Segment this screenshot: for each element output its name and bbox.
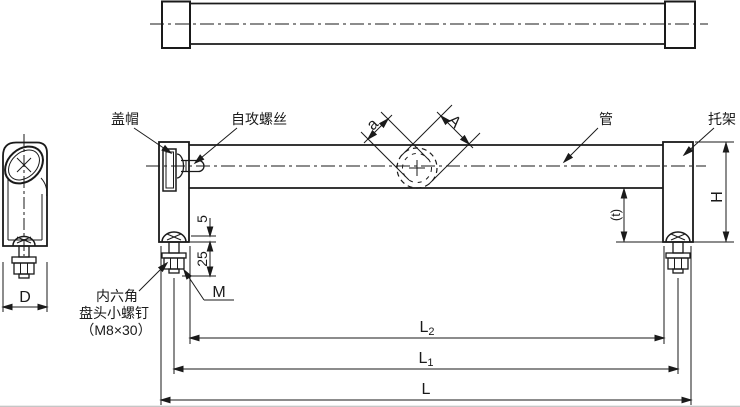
section-center-cross — [409, 160, 425, 176]
dim-L1: L1 — [418, 350, 433, 369]
dim-M: M — [212, 284, 225, 301]
leader-lines — [133, 127, 715, 301]
top-left-cap — [161, 0, 191, 49]
left-screw-dome — [161, 231, 187, 243]
dim-a-geometry — [360, 111, 430, 181]
dim-A-geometry — [400, 104, 481, 185]
side-screw-dome — [12, 235, 36, 246]
label-socket-screw-3: （M8×30） — [80, 322, 151, 338]
left-screw-washer — [161, 252, 187, 259]
dim-a: a — [364, 116, 382, 134]
dim-25: 25 — [194, 251, 210, 267]
front-view — [133, 104, 734, 405]
cap-outer — [162, 148, 177, 192]
dim-L: L — [422, 381, 431, 398]
dim-A: A — [444, 112, 464, 132]
left-screw-dome-cross — [166, 233, 182, 241]
side-bracket-outline — [2, 141, 48, 247]
dim-t: (t) — [608, 209, 623, 221]
top-view — [150, 0, 708, 49]
section-circle-inner — [402, 153, 432, 183]
right-screw-dome-cross — [670, 233, 686, 241]
label-socket-screw-1: 内六角 — [96, 288, 138, 304]
dim-t-H-geometry — [616, 141, 734, 243]
right-screw-tip — [672, 268, 684, 274]
side-view — [2, 134, 48, 312]
dim-D: D — [19, 289, 31, 306]
dim-5: 5 — [194, 215, 210, 223]
side-inner-corner-arc — [40, 177, 48, 197]
right-screw-shaft — [672, 241, 684, 254]
top-right-cap — [664, 0, 696, 49]
side-pipe-ellipse-outer — [4, 145, 44, 185]
label-self-tapping-screw: 自攻螺丝 — [231, 111, 287, 127]
right-screw-dome — [665, 231, 691, 243]
left-screw-shaft — [168, 241, 180, 254]
dim-L-geometry — [160, 246, 692, 405]
side-screw-tip — [18, 273, 30, 279]
dim-H: H — [709, 191, 726, 203]
side-screw-washer — [11, 256, 37, 264]
side-pipe-ellipse-inner — [8, 149, 40, 181]
left-screw-tip — [168, 268, 180, 274]
side-screw-dome-cross — [16, 236, 32, 244]
label-cap: 盖帽 — [111, 111, 139, 127]
right-screw-washer — [665, 252, 691, 259]
dim-L2: L2 — [419, 319, 434, 338]
label-pipe: 管 — [599, 111, 613, 127]
side-screw-nut — [13, 262, 35, 275]
right-screw-nut — [667, 257, 689, 270]
dim-5-25-geometry — [182, 218, 216, 277]
label-bracket: 托架 — [708, 111, 736, 127]
right-bracket — [662, 141, 694, 243]
label-socket-screw-2: 盘头小螺钉 — [79, 305, 149, 321]
